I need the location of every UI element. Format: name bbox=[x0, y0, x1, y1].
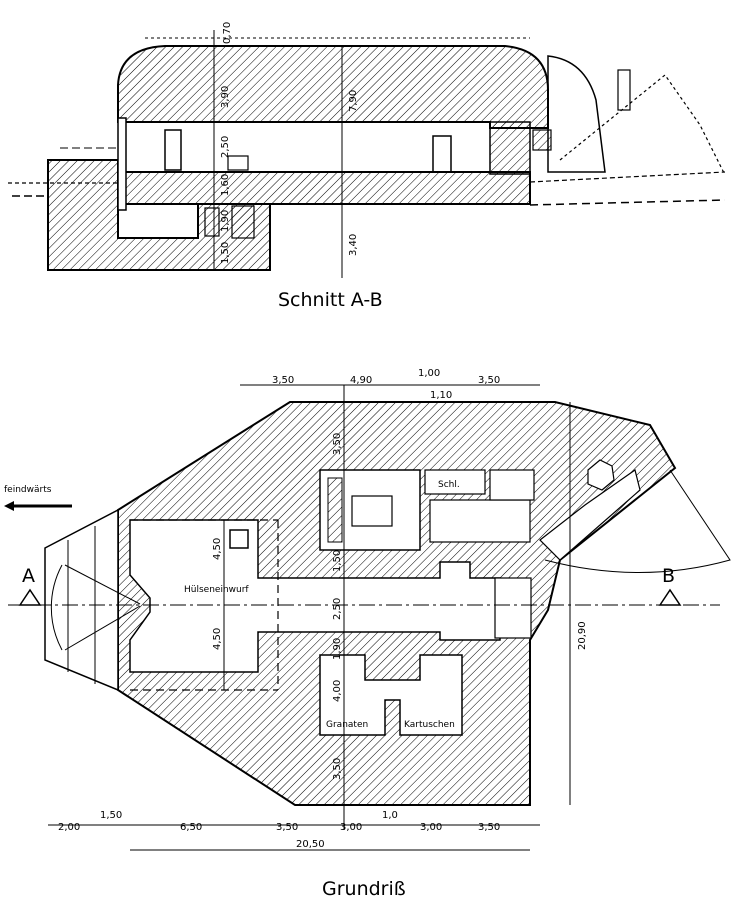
section-right-wall bbox=[489, 121, 531, 175]
plan-room-schl bbox=[424, 469, 486, 495]
section-lower-door bbox=[204, 207, 220, 237]
plan-dim-inner-total-right: 20,90 bbox=[577, 621, 588, 650]
svg-text:B: B bbox=[662, 565, 675, 587]
plan-field-of-fire bbox=[50, 564, 63, 651]
section-rear-stair bbox=[617, 69, 631, 111]
plan-table bbox=[351, 495, 393, 527]
plan-dim-bottom-f: 1,0 bbox=[382, 810, 398, 821]
section-title: Schnitt A-B bbox=[278, 289, 383, 311]
section-dim-790: 7,90 bbox=[348, 90, 359, 112]
section-window bbox=[227, 155, 249, 171]
section-door-1 bbox=[164, 129, 182, 171]
section-dim-390: 3,90 bbox=[220, 86, 231, 108]
plan-dim-bottom-g: 3,00 bbox=[420, 822, 442, 833]
plan-dim-bottom-b: 1,50 bbox=[100, 810, 122, 821]
plan-dim-bottom-h: 3,50 bbox=[478, 822, 500, 833]
plan-dim-inner-ammo: 4,00 bbox=[332, 680, 343, 702]
plan-dim-top-a: 3,50 bbox=[272, 375, 294, 386]
section-view: 0,70 3,90 7,90 2,50 1,60 1,90 1,50 3,40 … bbox=[8, 22, 726, 311]
section-dim-150: 1,50 bbox=[220, 242, 231, 264]
plan-dim-inner-room: 1,50 bbox=[332, 550, 343, 572]
section-ground-right bbox=[529, 171, 726, 183]
section-dim-190: 1,90 bbox=[220, 210, 231, 232]
plan-cut-mark-b: B bbox=[658, 565, 682, 606]
plan-direction-arrow: feindwärts bbox=[4, 485, 72, 511]
section-rear-detail bbox=[532, 129, 552, 151]
plan-dim-top-e: 1,10 bbox=[430, 390, 452, 401]
plan-ammo-block bbox=[319, 654, 463, 736]
plan-dim-bottom-a: 2,00 bbox=[58, 822, 80, 833]
plan-label-kartuschen: Kartuschen bbox=[404, 720, 455, 730]
plan-dim-bottom-d: 3,50 bbox=[276, 822, 298, 833]
plan-room-gasschl bbox=[429, 499, 531, 543]
section-door-2 bbox=[432, 135, 452, 173]
plan-dim-bottom-e: 3,00 bbox=[340, 822, 362, 833]
plan-gun-room bbox=[129, 519, 501, 673]
plan-label-huelseneinwurf: Hülseneinwurf bbox=[184, 585, 249, 595]
plan-title: Grundriß bbox=[322, 878, 406, 900]
plan-cut-mark-a: A bbox=[18, 565, 42, 606]
section-rear-annex bbox=[547, 55, 606, 173]
plan-view: Schl. Granaten Kartuschen Hülseneinwurf … bbox=[4, 368, 731, 900]
section-front-wall bbox=[117, 117, 127, 211]
plan-embrasure bbox=[44, 508, 119, 692]
plan-direction-label: feindwärts bbox=[4, 485, 52, 495]
plan-dim-top-c: 1,00 bbox=[418, 368, 440, 379]
plan-fire-ray2 bbox=[64, 605, 141, 651]
plan-huelseneinwurf-box bbox=[229, 529, 249, 549]
plan-rear-tower bbox=[587, 459, 615, 491]
plan-label-granaten: Granaten bbox=[326, 720, 368, 730]
section-dim-070: 0,70 bbox=[222, 22, 233, 44]
section-dim-250: 2,50 bbox=[220, 136, 231, 158]
plan-dim-top-b: 4,90 bbox=[350, 375, 372, 386]
plan-bunks bbox=[327, 477, 343, 543]
plan-dim-top-d: 3,50 bbox=[478, 375, 500, 386]
plan-dim-inner-left-wall2: 4,50 bbox=[212, 628, 223, 650]
plan-dim-inner-wall2: 1,90 bbox=[332, 638, 343, 660]
plan-rear-stairs bbox=[539, 469, 641, 561]
plan-label-schl: Schl. bbox=[438, 480, 460, 490]
svg-text:A: A bbox=[22, 565, 35, 587]
plan-entry-corridor bbox=[489, 469, 535, 501]
section-floor-slab bbox=[117, 171, 531, 205]
section-roof-slab bbox=[117, 45, 549, 129]
section-lower-stair bbox=[231, 205, 255, 239]
section-rear-earth bbox=[559, 74, 726, 176]
plan-entrance bbox=[494, 577, 532, 639]
plan-dim-bottom-total: 20,50 bbox=[296, 839, 325, 850]
plan-dim-inner-bottom-wall: 3,50 bbox=[332, 758, 343, 780]
section-ground-right2 bbox=[529, 199, 726, 206]
section-dim-160: 1,60 bbox=[220, 174, 231, 196]
plan-fire-ray1 bbox=[64, 564, 141, 605]
plan-dim-bottom-c: 6,50 bbox=[180, 822, 202, 833]
plan-dim-inner-corridor: 2,50 bbox=[332, 598, 343, 620]
plan-dim-inner-left-wall: 4,50 bbox=[212, 538, 223, 560]
plan-dim-inner-top-wall: 3,50 bbox=[332, 433, 343, 455]
section-dim-340: 3,40 bbox=[348, 234, 359, 256]
